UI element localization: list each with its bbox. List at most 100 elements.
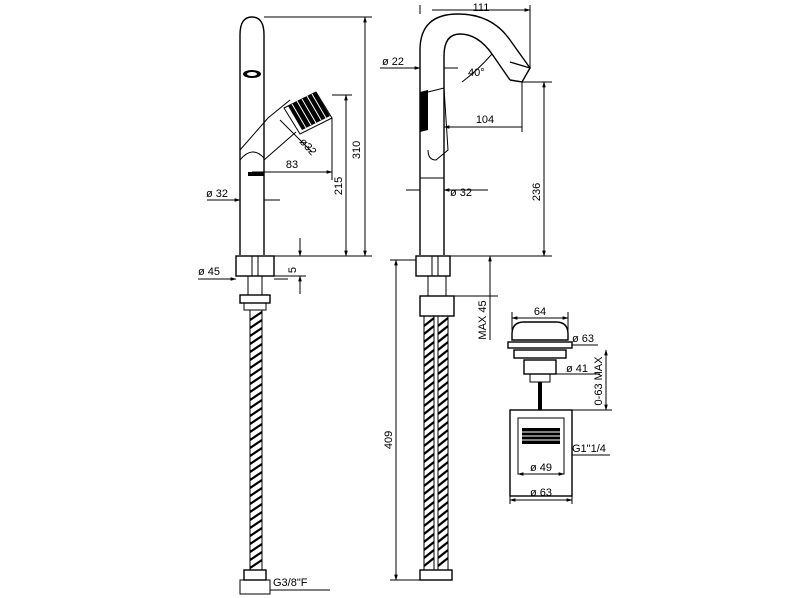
hose-braid-segment: [437, 437, 449, 447]
dim-spout-angle: 40°: [468, 67, 485, 79]
hose-braid-segment: [437, 341, 449, 351]
hose-braid-segment: [437, 445, 449, 455]
hose-braid-segment: [423, 341, 435, 351]
front-base-flange: [235, 255, 275, 277]
hose-braid-segment: [437, 453, 449, 463]
side-hoses: [423, 316, 449, 570]
hose-braid-segment: [437, 333, 449, 343]
hose-braid-segment: [249, 327, 263, 337]
dim-base-height: 5: [287, 267, 299, 273]
dim-side-body-diameter: ø 32: [450, 187, 472, 199]
hose-braid-segment: [423, 333, 435, 343]
hose-braid-segment: [437, 477, 449, 487]
waste-body: [509, 409, 573, 497]
front-mount-nut: [239, 294, 271, 304]
waste-flange: [507, 341, 573, 349]
hose-braid-segment: [423, 461, 435, 471]
hose-braid-segment: [423, 389, 435, 399]
front-view: [235, 16, 333, 595]
hose-braid-segment: [249, 415, 263, 425]
side-hose-braid: [423, 317, 449, 567]
hose-braid-segment: [423, 469, 435, 479]
dim-body-outer-diameter: ø 63: [530, 487, 552, 499]
dim-hose-length: 409: [383, 431, 395, 449]
hose-braid-segment: [437, 405, 449, 415]
hose-braid-segment: [437, 509, 449, 519]
hose-braid-segment: [423, 405, 435, 415]
dim-spout-diameter: ø 22: [382, 56, 404, 68]
hose-braid-segment: [249, 343, 263, 353]
front-hose-braid: [249, 311, 263, 569]
hose-braid-segment: [423, 365, 435, 375]
waste-cap: [511, 321, 569, 341]
hose-braid-segment: [437, 429, 449, 439]
hose-braid-segment: [437, 397, 449, 407]
hose-braid-segment: [423, 477, 435, 487]
hose-braid-segment: [249, 455, 263, 465]
hose-braid-segment: [249, 335, 263, 345]
hose-braid-segment: [249, 503, 263, 513]
hose-braid-segment: [437, 461, 449, 471]
dim-angle-arc: [461, 53, 493, 83]
dim-stem-diameter: ø 41: [566, 363, 588, 375]
hose-braid-segment: [249, 423, 263, 433]
hose-braid-segment: [437, 325, 449, 335]
side-lever: [427, 87, 449, 161]
hose-braid-segment: [423, 437, 435, 447]
hose-braid-segment: [437, 365, 449, 375]
hose-braid-segment: [437, 525, 449, 535]
hose-braid-segment: [437, 373, 449, 383]
hose-braid-segment: [249, 351, 263, 361]
hose-braid-segment: [423, 485, 435, 495]
waste-view: [507, 321, 573, 497]
dim-cap-width: 64: [534, 306, 546, 318]
hose-braid-segment: [249, 431, 263, 441]
hose-braid-segment: [249, 559, 263, 569]
hose-braid-segment: [437, 349, 449, 359]
hose-braid-segment: [437, 541, 449, 551]
hose-braid-segment: [249, 519, 263, 529]
dim-body-inner-diameter: ø 49: [530, 462, 552, 474]
hose-braid-segment: [423, 357, 435, 367]
hose-braid-segment: [437, 501, 449, 511]
hose-braid-segment: [249, 551, 263, 561]
hose-braid-segment: [423, 557, 435, 567]
hose-braid-segment: [423, 509, 435, 519]
hose-braid-segment: [437, 485, 449, 495]
dim-spout-length: 111: [473, 2, 490, 14]
hose-braid-segment: [249, 463, 263, 473]
hose-braid-segment: [249, 479, 263, 489]
hose-braid-segment: [437, 533, 449, 543]
front-slot: [248, 172, 264, 176]
hose-braid-segment: [249, 319, 263, 329]
hose-braid-segment: [249, 543, 263, 553]
hose-braid-segment: [423, 453, 435, 463]
dim-lever-reach: 83: [286, 159, 298, 171]
hose-braid-segment: [423, 541, 435, 551]
hose-braid-segment: [437, 469, 449, 479]
side-view: [415, 13, 532, 581]
hose-braid-segment: [249, 391, 263, 401]
dim-hose-connection: G3/8"F: [273, 577, 308, 589]
side-body-outline: [419, 13, 531, 255]
dim-spout-height: 215: [333, 177, 345, 195]
hose-braid-segment: [249, 367, 263, 377]
hose-braid-segment: [423, 381, 435, 391]
front-body-outline: [239, 16, 265, 255]
hose-braid-segment: [423, 325, 435, 335]
hose-braid-segment: [249, 471, 263, 481]
dim-flange-diameter: ø 63: [572, 333, 594, 345]
hose-braid-segment: [423, 421, 435, 431]
hose-braid-segment: [423, 349, 435, 359]
hose-braid-segment: [249, 535, 263, 545]
hose-braid-segment: [437, 381, 449, 391]
hose-braid-segment: [423, 533, 435, 543]
side-dimensions: 111 ø 22 40° 104 236 ø 32 MAX 45 409: [380, 2, 552, 581]
hose-braid-segment: [423, 397, 435, 407]
front-lever-junction: [239, 99, 297, 161]
hose-braid-segment: [423, 429, 435, 439]
dim-adjust-range: 0-63 MAX: [593, 356, 605, 406]
side-mount-nut: [419, 295, 455, 317]
hose-braid-segment: [437, 317, 449, 327]
